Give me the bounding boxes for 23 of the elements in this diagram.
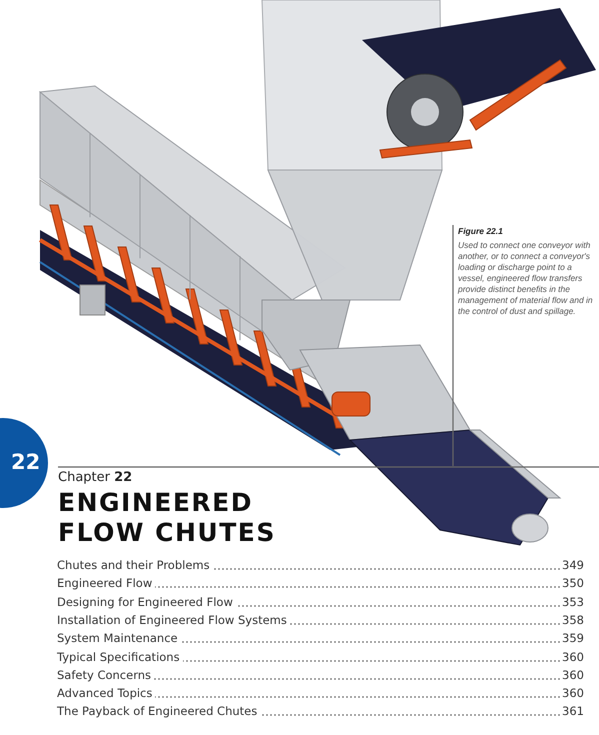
page-number: 358 — [560, 612, 584, 627]
chapter-number: 22 — [11, 450, 40, 474]
toc-entry: Chutes and their Problems — [57, 558, 213, 572]
figure-label: Figure 22.1 — [458, 226, 504, 236]
chapter-title: ENGINEERED FLOW CHUTES — [58, 488, 277, 548]
page-number: 349 — [560, 558, 584, 572]
page-number: 359 — [560, 631, 584, 646]
toc-entry: Installation of Engineered Flow Systems — [57, 612, 290, 627]
toc-entry: Safety Concerns — [57, 668, 154, 682]
chapter-label: Chapter 22 — [58, 470, 134, 485]
page-number: 360 — [560, 686, 584, 700]
toc-entry: The Payback of Engineered Chutes — [57, 704, 260, 718]
page-number: 360 — [560, 668, 584, 682]
page-number: 350 — [560, 576, 584, 590]
toc-entry: Engineered Flow — [57, 576, 156, 590]
toc-entry: System Maintenance — [57, 631, 181, 646]
page-number: 360 — [560, 650, 584, 664]
toc-entry: Advanced Topics — [57, 686, 156, 700]
toc-entry: Typical Specifications — [57, 650, 183, 664]
page-number: 353 — [560, 594, 584, 609]
figure-caption: Used to connect one conveyor with another, or to connect a conveyor's loading or discharge point to a vessel, engineered flow transfers provide distinct benefits in the management of material flow and in the control of dust and spillage. — [458, 240, 594, 317]
toc-entry: Designing for Engineered Flow — [57, 594, 236, 609]
page-number: 361 — [560, 704, 584, 718]
